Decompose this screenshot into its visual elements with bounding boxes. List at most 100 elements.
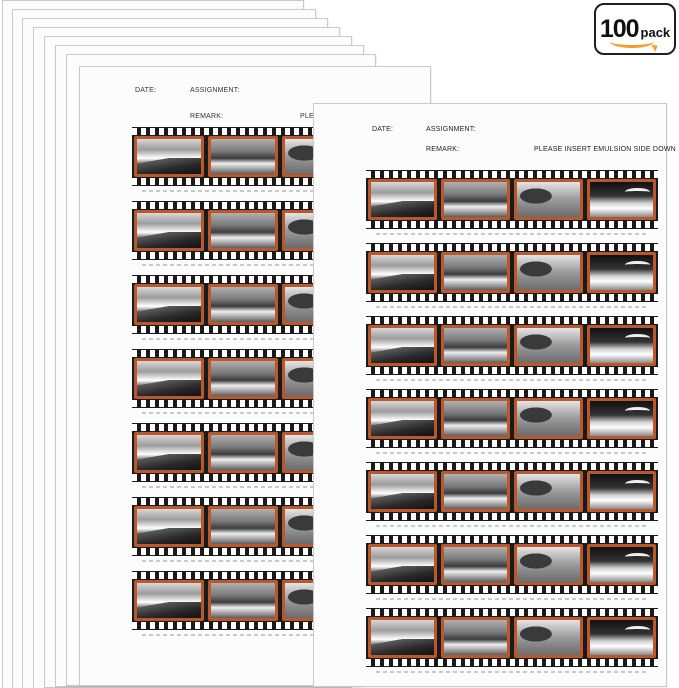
negative-frame — [514, 617, 583, 658]
pack-count-badge: 100 pack — [594, 3, 676, 55]
negative-frame — [587, 252, 656, 293]
film-strip — [366, 316, 658, 375]
negative-frame — [441, 252, 510, 293]
instruction-label: PLEASE INSERT EMULSION SIDE DOWN — [534, 146, 676, 153]
negative-frame — [134, 506, 204, 547]
smile-arrow-icon — [610, 35, 654, 48]
pocket-seam — [142, 338, 418, 340]
negative-frame — [587, 544, 656, 585]
negative-frame — [514, 252, 583, 293]
film-perforation — [366, 294, 658, 301]
negative-frame — [134, 136, 204, 177]
film-strip — [366, 170, 658, 229]
negative-frame — [208, 210, 278, 251]
pocket-seam — [376, 452, 648, 454]
negative-frame — [208, 506, 278, 547]
pocket-seam — [376, 525, 648, 527]
assignment-label: ASSIGNMENT: — [190, 87, 240, 94]
film-perforation — [366, 440, 658, 447]
film-perforation — [132, 424, 428, 431]
film-perforation — [132, 202, 428, 209]
negative-frame — [368, 617, 437, 658]
negative-frame — [587, 179, 656, 220]
film-perforation — [132, 326, 428, 333]
negative-frame — [368, 398, 437, 439]
film-perforation — [366, 659, 658, 666]
film-perforation — [132, 622, 428, 629]
negative-frame — [514, 544, 583, 585]
negative-frame — [514, 179, 583, 220]
sleeve-sheet-front: DATE: ASSIGNMENT: REMARK: PLEASE INSERT … — [313, 103, 676, 687]
negative-frame — [587, 617, 656, 658]
pocket-seam — [142, 486, 418, 488]
negative-frame — [441, 398, 510, 439]
negative-frame — [514, 325, 583, 366]
film-perforation — [132, 474, 428, 481]
negative-frame — [441, 544, 510, 585]
negative-frame — [368, 325, 437, 366]
film-perforation — [366, 463, 658, 470]
negative-frame — [441, 617, 510, 658]
date-label: DATE: — [135, 87, 157, 94]
film-perforation — [366, 317, 658, 324]
pocket-seam — [376, 671, 648, 673]
film-perforation — [132, 548, 428, 555]
negative-frame — [134, 358, 204, 399]
film-strip — [366, 462, 658, 521]
negative-frame — [587, 325, 656, 366]
film-perforation — [132, 276, 428, 283]
film-perforation — [132, 498, 428, 505]
film-strip — [366, 535, 658, 594]
film-perforation — [132, 572, 428, 579]
negative-frame — [587, 471, 656, 512]
pocket-seam — [142, 412, 418, 414]
film-perforation — [132, 178, 428, 185]
pocket-seam — [376, 379, 648, 381]
film-perforation — [366, 221, 658, 228]
film-perforation — [366, 171, 658, 178]
negative-frame — [368, 544, 437, 585]
negative-frame — [134, 432, 204, 473]
film-strip — [366, 389, 658, 448]
negative-frame — [208, 580, 278, 621]
pocket-seam — [142, 634, 418, 636]
date-label: DATE: — [372, 126, 394, 133]
negative-frame — [208, 358, 278, 399]
negative-frame — [514, 398, 583, 439]
negative-frame — [208, 136, 278, 177]
remark-label: REMARK: — [426, 146, 460, 153]
film-perforation — [132, 252, 428, 259]
negative-frame — [441, 471, 510, 512]
film-strip — [132, 423, 428, 482]
pocket-seam — [142, 560, 418, 562]
pocket-seam — [142, 190, 418, 192]
film-perforation — [132, 128, 428, 135]
film-strip — [366, 243, 658, 302]
film-perforation — [366, 244, 658, 251]
film-perforation — [366, 586, 658, 593]
film-perforation — [366, 390, 658, 397]
pocket-seam — [376, 233, 648, 235]
negative-frame — [514, 471, 583, 512]
pocket-seam — [142, 264, 418, 266]
negative-frame — [368, 252, 437, 293]
assignment-label: ASSIGNMENT: — [426, 126, 476, 133]
pocket-seam — [376, 306, 648, 308]
film-perforation — [366, 536, 658, 543]
remark-label: REMARK: — [190, 113, 224, 120]
film-perforation — [366, 513, 658, 520]
negative-frame — [208, 284, 278, 325]
negative-frame — [134, 284, 204, 325]
film-strip — [366, 608, 658, 667]
pocket-seam — [376, 598, 648, 600]
negative-frame — [587, 398, 656, 439]
negative-frame — [441, 325, 510, 366]
negative-frame — [368, 471, 437, 512]
film-perforation — [132, 350, 428, 357]
negative-frame — [134, 210, 204, 251]
film-perforation — [366, 367, 658, 374]
negative-frame — [368, 179, 437, 220]
film-perforation — [366, 609, 658, 616]
film-perforation — [132, 400, 428, 407]
